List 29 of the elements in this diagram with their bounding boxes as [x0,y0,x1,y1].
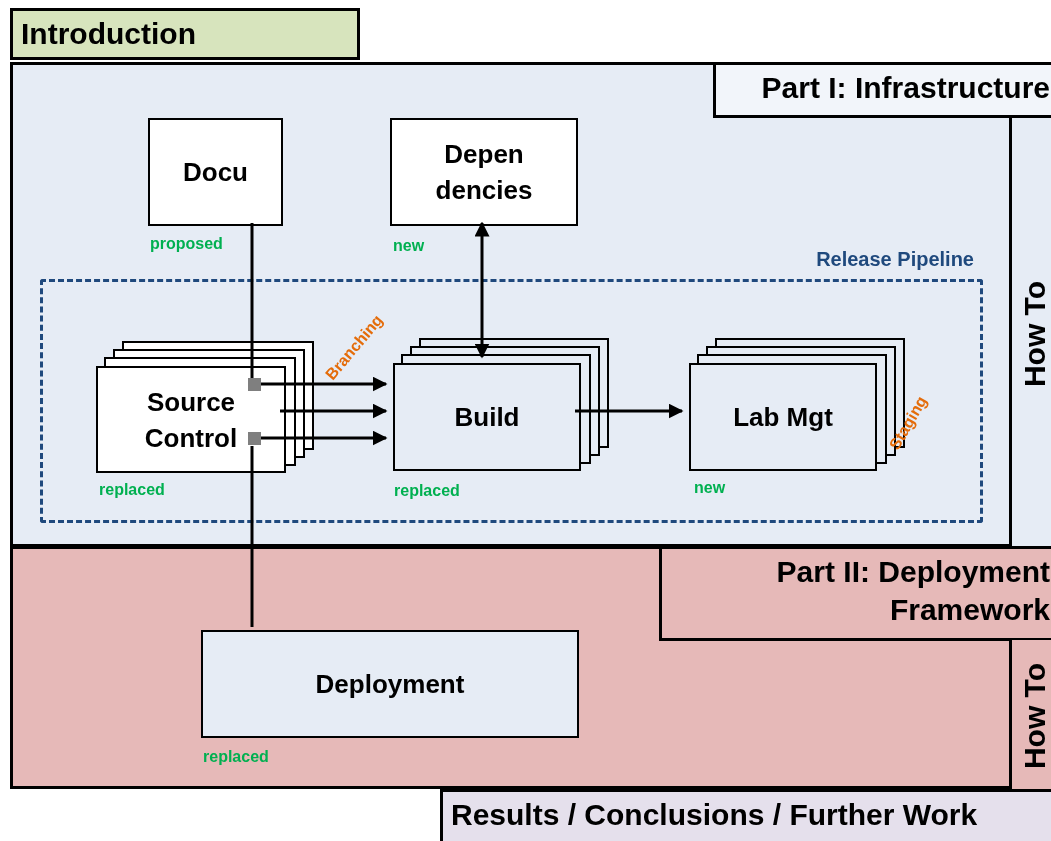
arrow [260,376,388,392]
arrow [575,403,684,419]
status-note: new [393,237,425,255]
arrow [280,403,388,419]
process-box: Docu [148,118,283,226]
section-heading-box: Introduction [10,8,360,60]
section-panel [10,62,1051,547]
section-label: How To [1018,280,1051,388]
arrow [474,221,490,359]
status-note: replaced [394,482,460,500]
group-title: Release Pipeline [816,248,974,271]
how-to-strip [1009,640,1051,792]
stacked-process-box: Build [393,363,581,471]
status-note: new [694,479,726,497]
section-label: How To [1018,662,1051,770]
arrow [260,430,388,446]
stacked-process-box: Lab Mgt [689,363,877,471]
section-heading-box: Results / Conclusions / Further Work [440,789,1051,841]
status-note: replaced [99,481,165,499]
process-box: Depen dencies [390,118,578,226]
status-note: proposed [150,235,223,253]
status-note: replaced [203,748,269,766]
section-panel [10,546,1051,789]
process-box: Deployment [201,630,579,738]
stacked-process-box: Source Control [96,366,286,473]
section-title-tab: Part II: Deployment Framework [659,549,1051,641]
section-title-tab: Part I: Infrastructure [713,65,1051,118]
connector-line [250,446,254,627]
connector-line [250,223,254,378]
